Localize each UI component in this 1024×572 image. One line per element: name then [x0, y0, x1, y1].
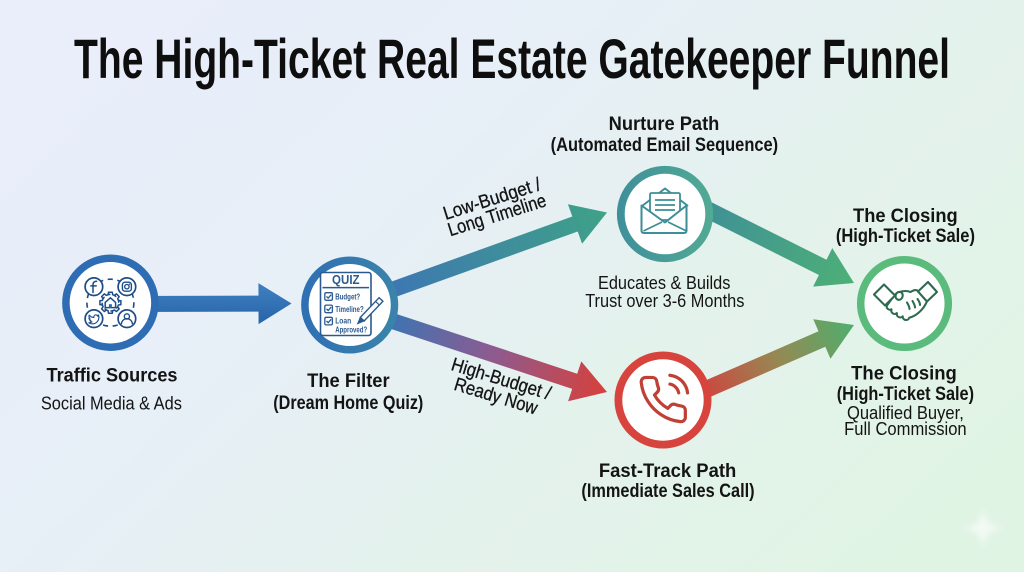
svg-text:The High-Ticket Real Estate Ga: The High-Ticket Real Estate Gatekeeper F…: [74, 27, 950, 90]
svg-text:Trust over 3-6 Months: Trust over 3-6 Months: [585, 291, 744, 311]
svg-text:Qualified Buyer,: Qualified Buyer,: [847, 402, 964, 423]
svg-text:(Dream Home Quiz): (Dream Home Quiz): [273, 393, 423, 414]
svg-text:QUIZ: QUIZ: [332, 273, 360, 287]
svg-text:(High-Ticket Sale): (High-Ticket Sale): [836, 226, 975, 247]
svg-text:The Filter: The Filter: [307, 370, 390, 392]
svg-text:(High-Ticket Sale): (High-Ticket Sale): [837, 384, 974, 405]
svg-text:Loan: Loan: [335, 317, 351, 326]
svg-text:Educates & Builds: Educates & Builds: [598, 272, 731, 293]
svg-text:Budget?: Budget?: [335, 293, 360, 302]
svg-text:Nurture Path: Nurture Path: [609, 113, 720, 135]
svg-text:The Closing: The Closing: [851, 363, 957, 385]
svg-text:Full Commission: Full Commission: [844, 418, 967, 439]
svg-text:Timeline?: Timeline?: [335, 305, 364, 314]
svg-text:The Closing: The Closing: [853, 206, 958, 227]
svg-text:(Automated Email Sequence): (Automated Email Sequence): [551, 134, 779, 156]
svg-text:(Immediate Sales Call): (Immediate Sales Call): [581, 481, 754, 502]
svg-text:Approved?: Approved?: [335, 325, 367, 334]
svg-text:Fast-Track Path: Fast-Track Path: [599, 460, 736, 482]
svg-text:Traffic Sources: Traffic Sources: [47, 365, 178, 387]
svg-text:Social Media & Ads: Social Media & Ads: [41, 393, 182, 414]
